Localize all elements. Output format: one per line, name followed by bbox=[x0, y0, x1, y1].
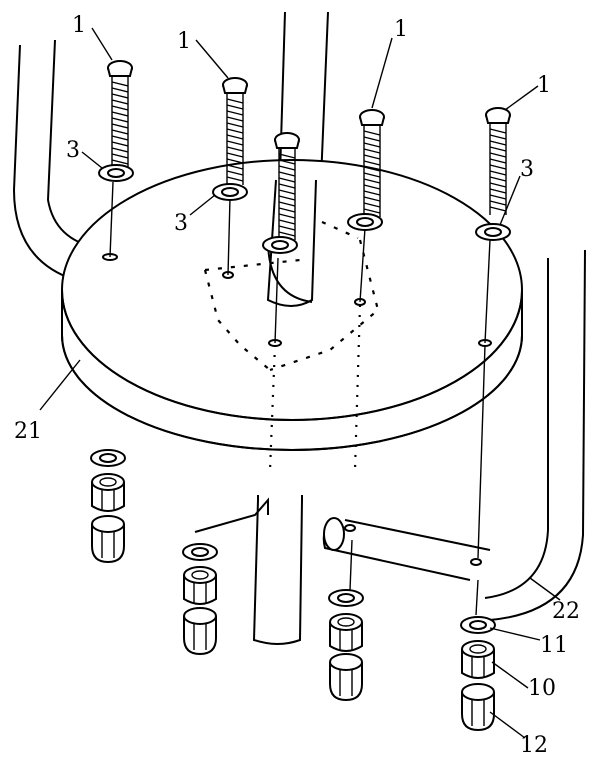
label-21: 21 bbox=[14, 419, 42, 444]
washer-upper-2 bbox=[212, 183, 248, 201]
tube-right bbox=[484, 249, 586, 621]
hardware-stack-right bbox=[460, 616, 496, 731]
label-1d: 1 bbox=[537, 73, 551, 98]
label-22: 22 bbox=[552, 599, 580, 624]
label-11: 11 bbox=[540, 633, 568, 658]
leader-lines bbox=[39, 27, 561, 739]
label-3c: 3 bbox=[520, 157, 534, 182]
alignment-lines bbox=[109, 181, 491, 616]
small-bracket bbox=[194, 497, 269, 533]
label-3b: 3 bbox=[174, 211, 188, 236]
screw-5 bbox=[485, 107, 511, 216]
cross-tube bbox=[322, 517, 491, 581]
washer-upper-1 bbox=[98, 164, 134, 182]
label-3a: 3 bbox=[66, 138, 80, 163]
post-below-plate bbox=[252, 495, 303, 645]
hidden-mount-outline bbox=[203, 220, 380, 372]
label-1c: 1 bbox=[394, 17, 408, 42]
label-1b: 1 bbox=[177, 29, 191, 54]
label-12: 12 bbox=[520, 733, 548, 758]
washer-upper-4 bbox=[347, 213, 383, 231]
label-10: 10 bbox=[528, 676, 556, 701]
hardware-stack-left bbox=[90, 449, 126, 563]
hardware-stack-center-left bbox=[182, 543, 218, 655]
washer-upper-5 bbox=[475, 223, 511, 241]
mounting-plate bbox=[61, 159, 523, 451]
washer-upper-3 bbox=[262, 236, 298, 254]
label-1a: 1 bbox=[72, 13, 86, 38]
hardware-stack-center-right bbox=[328, 589, 364, 701]
screw-1 bbox=[107, 60, 133, 169]
